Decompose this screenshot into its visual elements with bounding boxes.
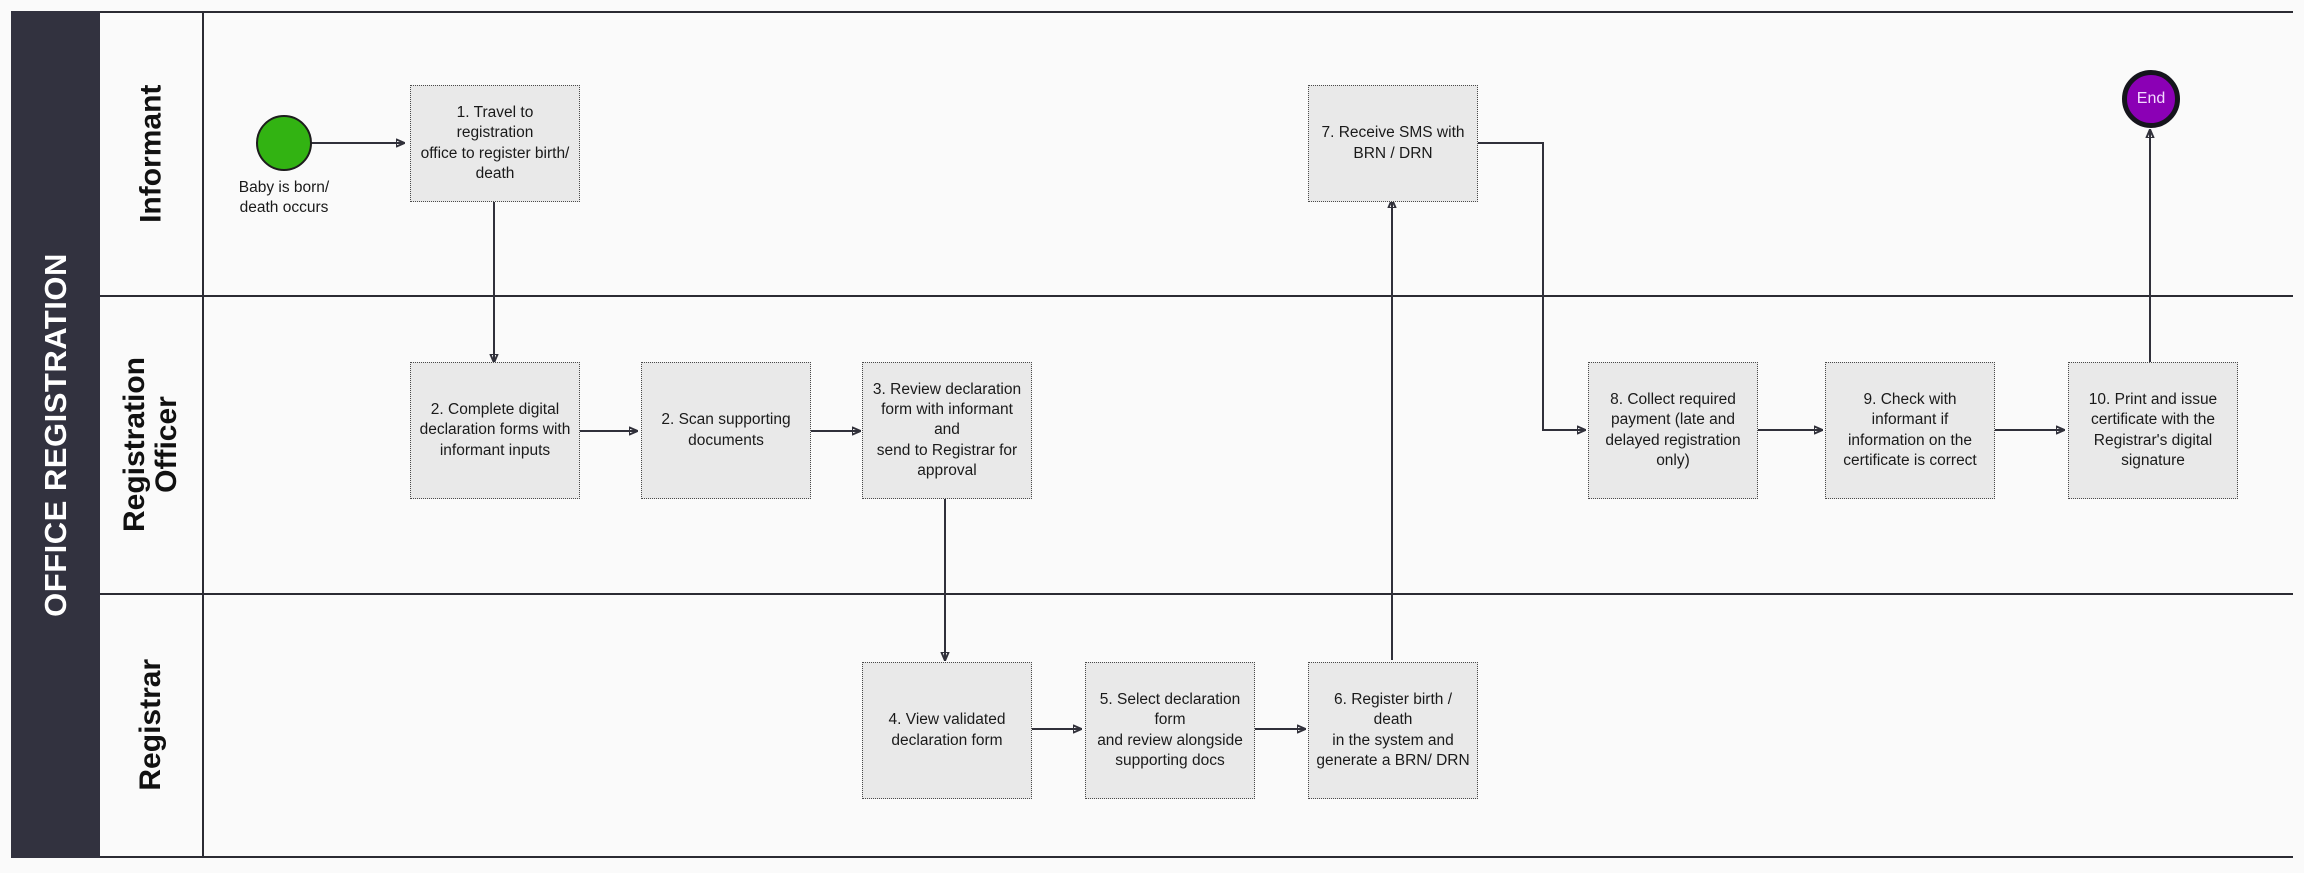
lane-label-registrar: Registrar [100, 593, 204, 856]
task-9[interactable]: 9. Check with informant if information o… [1825, 362, 1995, 499]
end-event[interactable]: End [2122, 70, 2180, 128]
lane-label-registration-officer-text: Registration Officer [118, 356, 184, 532]
start-event-caption: Baby is born/ death occurs [238, 179, 330, 217]
task-2a[interactable]: 2. Complete digital declaration forms wi… [410, 362, 580, 499]
task-1[interactable]: 1. Travel to registration office to regi… [410, 85, 580, 202]
task-8[interactable]: 8. Collect required payment (late and de… [1588, 362, 1758, 499]
lane-label-informant-text: Informant [134, 84, 168, 224]
task-2b[interactable]: 2. Scan supporting documents [641, 362, 811, 499]
task-5[interactable]: 5. Select declaration form and review al… [1085, 662, 1255, 799]
task-10[interactable]: 10. Print and issue certificate with the… [2068, 362, 2238, 499]
task-6[interactable]: 6. Register birth / death in the system … [1308, 662, 1478, 799]
task-3[interactable]: 3. Review declaration form with informan… [862, 362, 1032, 499]
lane-label-registrar-text: Registrar [134, 658, 168, 791]
start-event[interactable] [256, 115, 312, 171]
task-7[interactable]: 7. Receive SMS with BRN / DRN [1308, 85, 1478, 202]
lane-divider-2 [100, 593, 2293, 595]
task-4[interactable]: 4. View validated declaration form [862, 662, 1032, 799]
pool-header: OFFICE REGISTRATION [11, 11, 100, 858]
lane-label-registration-officer: Registration Officer [100, 295, 204, 593]
lane-label-informant: Informant [100, 13, 204, 295]
lane-divider-1 [100, 295, 2293, 297]
pool-title: OFFICE REGISTRATION [37, 252, 73, 617]
